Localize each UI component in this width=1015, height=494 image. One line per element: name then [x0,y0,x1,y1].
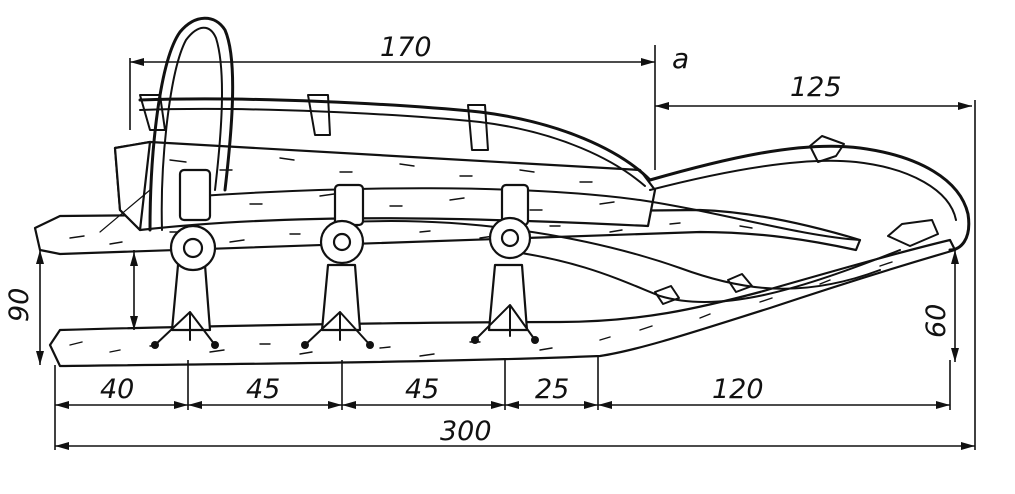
stanchion-front [467,104,539,344]
dim-label-170: 170 [380,32,432,63]
dim-label-40: 40 [100,374,134,405]
dim-bottom-segments: 40 45 45 25 120 [54,355,951,450]
dim-label-90: 90 [4,288,35,322]
dim-marker-a: a [672,42,689,75]
dim-label-25: 25 [535,374,569,405]
lashings [654,135,939,305]
dim-label-120: 120 [712,374,764,405]
dim-label-300: 300 [440,416,492,447]
dim-label-45-b: 45 [405,374,439,405]
dim-label-125: 125 [790,72,842,103]
dim-height-90: 90 [4,250,138,365]
dim-label-45-a: 45 [246,374,280,405]
dim-label-60: 60 [921,304,952,338]
dim-total-300: 300 [55,416,975,450]
stanchion-middle [301,94,374,349]
handlebar [148,16,235,232]
top-rails [138,97,971,304]
dim-top-170: 170 a [129,32,689,170]
dim-front-125: 125 [655,72,976,450]
dim-height-60: 60 [921,250,959,362]
stanchion-rear [139,94,219,349]
